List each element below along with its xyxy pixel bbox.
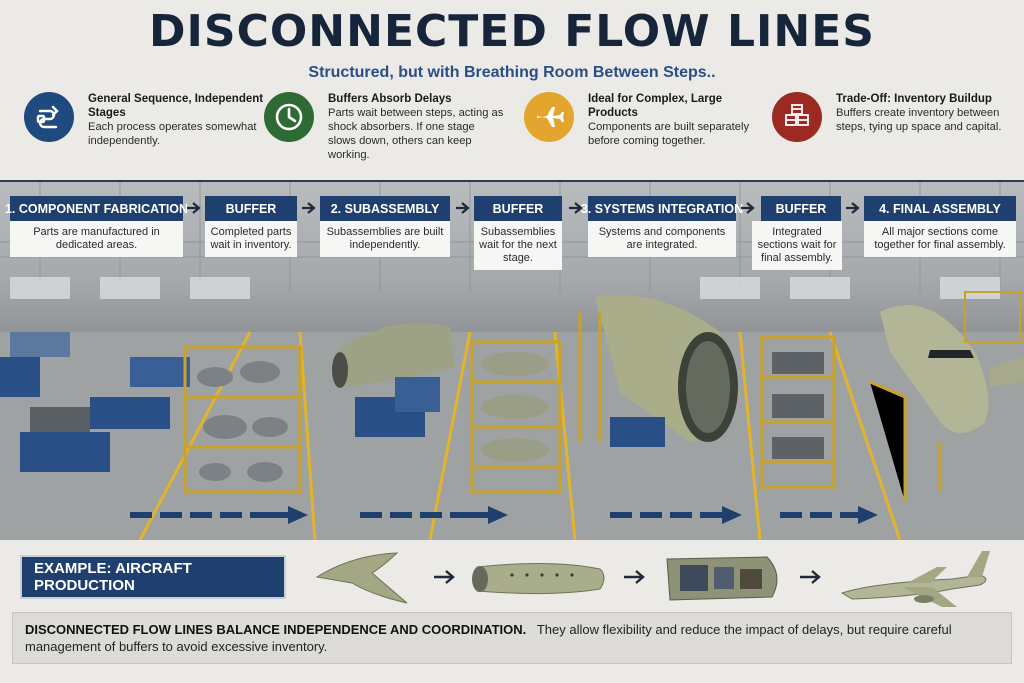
subassembly-fuselage	[332, 322, 455, 437]
stage-arrow-icon	[569, 202, 583, 214]
stage-header-component-fabrication: 1. COMPONENT FABRICATION	[5, 196, 188, 221]
summary-lead: DISCONNECTED FLOW LINES BALANCE INDEPEND…	[25, 622, 527, 637]
boxes-icon	[772, 92, 822, 142]
buffer-rack-1	[183, 345, 302, 494]
clock-icon	[264, 92, 314, 142]
back-windows	[10, 277, 1000, 299]
feature-title: Buffers Absorb Delays	[328, 93, 452, 105]
stage-header-subassembly: 2. SUBASSEMBLY	[320, 196, 450, 221]
flow-arrow-1	[130, 506, 308, 524]
sequence-icon	[24, 92, 74, 142]
stage-description: All major sections come together for fin…	[864, 221, 1016, 257]
feature-title: Trade-Off: Inventory Buildup	[836, 93, 992, 105]
feature-body: Each process operates somewhat independe…	[88, 121, 257, 147]
stage-arrow-icon	[187, 202, 201, 214]
page-subtitle: Structured, but with Breathing Room Betw…	[308, 64, 716, 81]
stage-description: Parts are manufactured in dedicated area…	[10, 221, 183, 257]
floor-lane-lines	[138, 331, 902, 540]
buffer-rack-3	[760, 335, 836, 489]
buffer-rack-2	[470, 340, 562, 494]
example-label: EXAMPLE: AIRCRAFT PRODUCTION	[20, 555, 286, 599]
stage-description: Systems and components are integrated.	[588, 221, 736, 257]
fabrication-workstations	[0, 332, 190, 472]
integrated-section-icon	[666, 556, 778, 601]
aircraft-production-sequence	[315, 551, 990, 607]
stage-arrow-icon	[456, 202, 470, 214]
stage-arrow-icon	[846, 202, 860, 214]
stage-description: Completed parts wait in inventory.	[205, 221, 297, 257]
stage-description: Subassemblies wait for the next stage.	[474, 221, 562, 270]
flow-arrow-3	[610, 506, 742, 524]
flow-arrows	[130, 506, 878, 524]
wing-component-icon	[315, 552, 408, 604]
feature-sequence: General Sequence, Independent Stages Eac…	[24, 90, 264, 174]
feature-body: Parts wait between steps, acting as shoc…	[328, 107, 504, 161]
flow-arrow-4	[780, 506, 878, 524]
stage-arrow-icon	[741, 202, 755, 214]
feature-strip: General Sequence, Independent Stages Eac…	[20, 90, 1010, 176]
feature-title: General Sequence, Independent Stages	[88, 93, 264, 119]
stage-header-buffer-3: BUFFER	[761, 196, 841, 221]
sequence-arrow-icon	[624, 570, 645, 584]
stage-header-final-assembly: 4. FINAL ASSEMBLY	[864, 196, 1016, 221]
section-divider	[0, 180, 1024, 182]
feature-tradeoff: Trade-Off: Inventory Buildup Buffers cre…	[772, 90, 1012, 174]
stage-header-systems-integration: 3. SYSTEMS INTEGRATION	[581, 196, 743, 221]
sequence-arrow-icon	[434, 570, 455, 584]
summary-box: DISCONNECTED FLOW LINES BALANCE INDEPEND…	[12, 612, 1012, 664]
feature-buffers: Buffers Absorb Delays Parts wait between…	[264, 90, 504, 174]
final-assembly-aircraft	[869, 291, 1024, 502]
stage-arrow-icon	[302, 202, 316, 214]
systems-integration-fuselage	[578, 295, 740, 447]
feature-complex-products: Ideal for Complex, Large Products Compon…	[524, 90, 764, 174]
summary-body: They allow flexibility and reduce the im…	[25, 622, 952, 654]
feature-body: Buffers create inventory between steps, …	[836, 107, 1002, 133]
stage-header-buffer-1: BUFFER	[205, 196, 297, 221]
stage-description: Integrated sections wait for final assem…	[752, 221, 842, 270]
sequence-arrow-icon	[800, 570, 821, 584]
feature-body: Components are built separately before c…	[588, 121, 750, 147]
factory-floor-illustration	[0, 182, 1024, 540]
stage-description: Subassemblies are built independently.	[320, 221, 450, 257]
airplane-icon	[524, 92, 574, 142]
feature-title: Ideal for Complex, Large Products	[588, 93, 723, 119]
page-title: DISCONNECTED FLOW LINES	[149, 6, 875, 57]
fuselage-section-icon	[472, 562, 605, 595]
stage-header-buffer-2: BUFFER	[474, 196, 562, 221]
flow-arrow-2	[360, 506, 508, 524]
complete-aircraft-icon	[840, 551, 990, 607]
